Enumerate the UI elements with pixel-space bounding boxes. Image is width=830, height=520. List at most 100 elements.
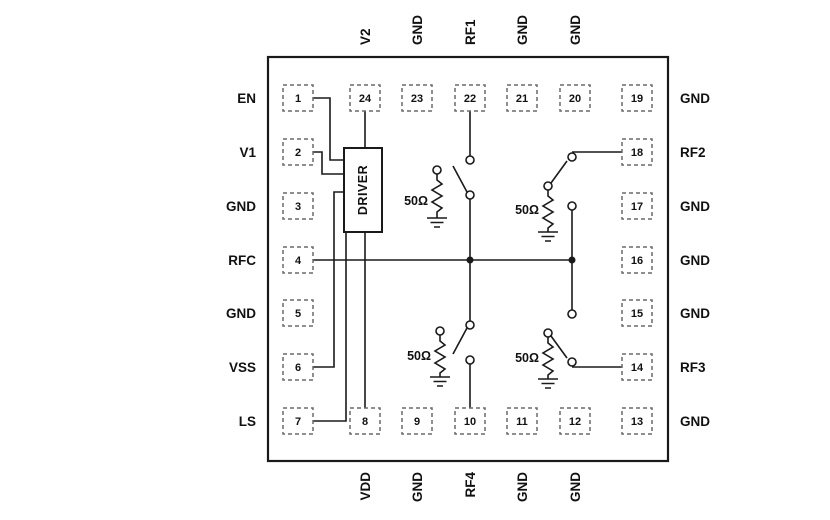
bottom-pins: 8 VDD 9 GND 10 RF4 11 GND 12 GND: [349, 407, 591, 502]
rf2-switch: 50Ω: [515, 151, 622, 260]
driver-label: DRIVER: [356, 165, 370, 215]
pin-number-9: 9: [414, 416, 420, 428]
pin-number-10: 10: [464, 416, 476, 428]
en-trace: [313, 97, 344, 161]
switch-contact: [567, 309, 577, 319]
pin-box-23: [401, 84, 433, 112]
termination-resistor-rf3: [541, 337, 555, 379]
pin-number-15: 15: [631, 308, 643, 320]
pin-box-1: [282, 84, 314, 112]
pin-number-19: 19: [631, 93, 643, 105]
pin-box-3: [282, 192, 314, 220]
switch-contact: [465, 155, 475, 165]
pin-number-6: 6: [295, 362, 301, 374]
pin-label-14: RF3: [680, 360, 706, 375]
switch-contact: [543, 328, 553, 338]
pin-number-24: 24: [359, 93, 372, 105]
termination-label-rf2: 50Ω: [515, 203, 539, 217]
pin-box-12: [559, 407, 591, 435]
pin-box-9: [401, 407, 433, 435]
pin-number-21: 21: [516, 93, 528, 105]
pin-label-2: V1: [239, 145, 256, 160]
pin-label-6: VSS: [229, 360, 256, 375]
rf1-throw: [452, 165, 468, 193]
pin-label-11: GND: [515, 472, 530, 502]
pin-label-10: RF4: [463, 472, 478, 498]
pin-box-7: [282, 407, 314, 435]
pin-number-12: 12: [569, 416, 581, 428]
pin-number-7: 7: [295, 416, 301, 428]
pin-label-23: GND: [410, 15, 425, 45]
rf1-switch: 50Ω: [404, 111, 475, 260]
pin-box-19: [621, 84, 653, 112]
pin-label-17: GND: [680, 199, 710, 214]
pin-box-14: [621, 353, 653, 381]
pin-label-19: GND: [680, 91, 710, 106]
switch-contact: [567, 357, 577, 367]
pin-box-20: [559, 84, 591, 112]
pin-label-3: GND: [226, 199, 256, 214]
rf3-switch: 50Ω: [515, 260, 622, 389]
pin-number-17: 17: [631, 201, 643, 213]
switch-contact: [567, 152, 577, 162]
pin-number-11: 11: [516, 416, 528, 428]
switch-contact: [435, 326, 445, 336]
termination-label-rf3: 50Ω: [515, 351, 539, 365]
pin-label-8: VDD: [358, 472, 373, 501]
pin-label-7: LS: [239, 414, 256, 429]
pin-box-5: [282, 299, 314, 327]
pin-box-11: [506, 407, 538, 435]
pin-label-9: GND: [410, 472, 425, 502]
pin-number-5: 5: [295, 308, 301, 320]
pin-number-4: 4: [295, 255, 302, 267]
switch-contact: [543, 181, 553, 191]
pin-number-14: 14: [631, 362, 644, 374]
pin-label-20: GND: [568, 15, 583, 45]
rf2-throw: [550, 160, 568, 184]
termination-label-rf4: 50Ω: [407, 349, 431, 363]
control-traces: [313, 97, 366, 422]
pin-label-12: GND: [568, 472, 583, 502]
junction-dot: [466, 256, 474, 264]
junction-dot: [568, 256, 576, 264]
pin-number-2: 2: [295, 147, 301, 159]
rf3-throw: [550, 335, 568, 359]
vss-trace: [313, 191, 344, 368]
pin-label-5: GND: [226, 306, 256, 321]
pin-number-13: 13: [631, 416, 643, 428]
termination-label-rf1: 50Ω: [404, 194, 428, 208]
pin-number-3: 3: [295, 201, 301, 213]
pin-label-4: RFC: [228, 253, 256, 268]
pin-label-24: V2: [358, 28, 373, 45]
v1-trace: [313, 151, 344, 175]
pin-number-22: 22: [464, 93, 476, 105]
pin-box-21: [506, 84, 538, 112]
pin-box-2: [282, 138, 314, 166]
pin-label-15: GND: [680, 306, 710, 321]
pin-number-18: 18: [631, 147, 643, 159]
ground-symbol-rf2: [538, 231, 558, 242]
package-outline: [266, 55, 670, 463]
pin-label-1: EN: [237, 91, 256, 106]
pin-number-20: 20: [569, 93, 581, 105]
pin-label-18: RF2: [680, 145, 706, 160]
switch-contact: [432, 165, 442, 175]
pin-box-24: [349, 84, 381, 112]
switch-contact: [465, 355, 475, 365]
driver-block: [343, 147, 383, 233]
top-pins: 24 V2 23 GND 22 RF1 21 GND 20 GND: [349, 15, 591, 112]
ground-symbol-rf4: [430, 376, 450, 387]
termination-resistor-rf4: [433, 335, 447, 377]
ground-symbol-rf3: [538, 378, 558, 389]
pin-box-6: [282, 353, 314, 381]
left-pins: 1 EN 2 V1 3 GND 4 RFC 5 GND 6 VSS 7 LS: [226, 84, 314, 435]
pin-box-18: [621, 138, 653, 166]
pin-label-16: GND: [680, 253, 710, 268]
termination-resistor-rf2: [541, 190, 555, 232]
pin-label-21: GND: [515, 15, 530, 45]
pin-box-4: [282, 246, 314, 274]
pin-number-23: 23: [411, 93, 423, 105]
pin-box-17: [621, 192, 653, 220]
